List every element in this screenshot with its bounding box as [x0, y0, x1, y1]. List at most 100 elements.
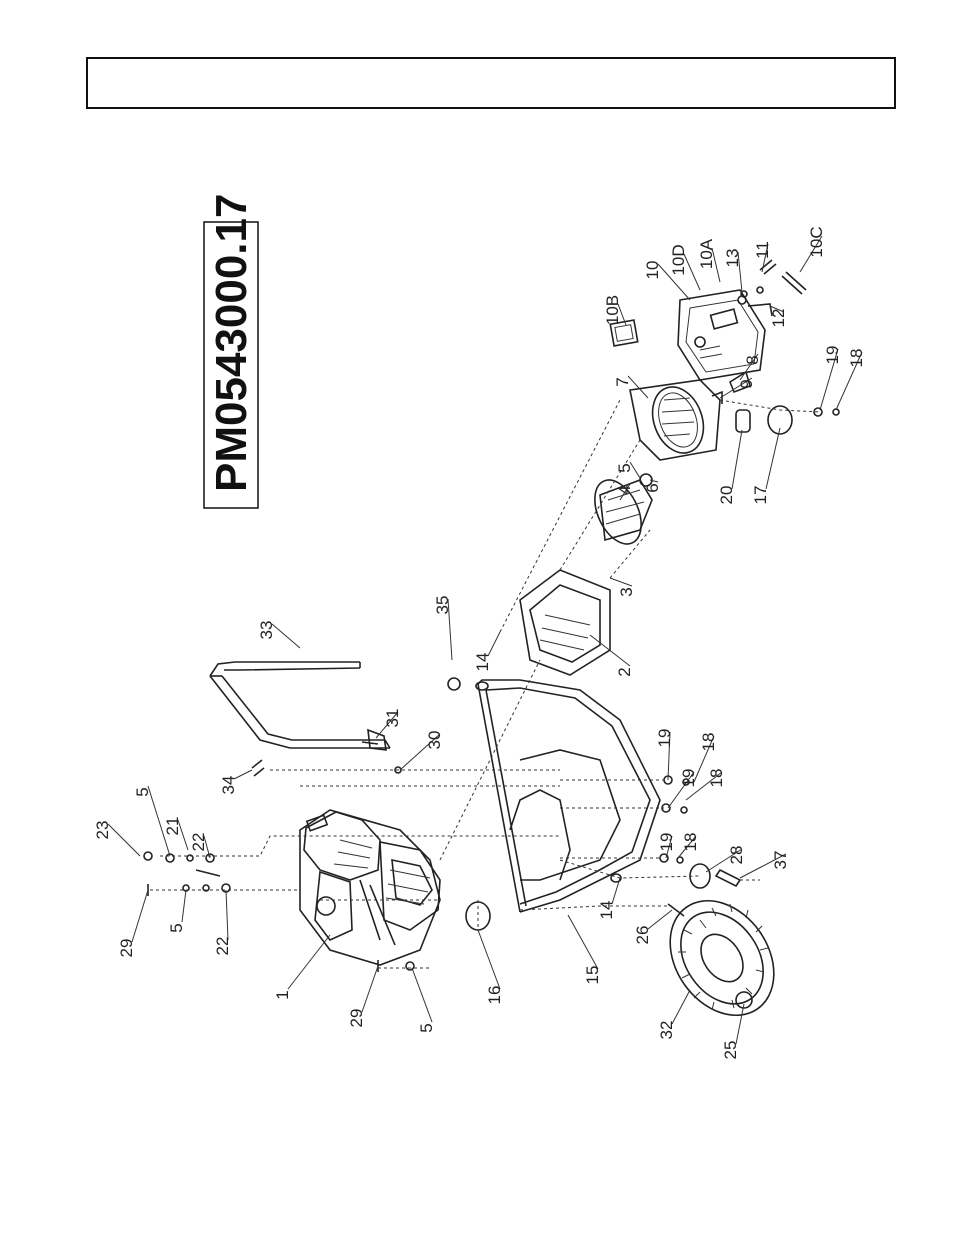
callout-leader — [399, 733, 441, 771]
callout-label: 16 — [485, 986, 504, 1005]
callout-label: 20 — [717, 486, 736, 505]
callout-label: 10A — [697, 238, 716, 269]
callout-label: 15 — [583, 966, 602, 985]
callout-label: 5 — [615, 463, 634, 472]
callout-leader — [739, 353, 759, 381]
callout-leader — [731, 429, 743, 490]
handle — [209, 661, 391, 749]
callout-label: 5 — [417, 1023, 436, 1032]
callout-label: 37 — [771, 851, 790, 870]
callout-leader — [225, 889, 229, 941]
callout-label: 9 — [737, 379, 756, 388]
callout-leader — [761, 243, 769, 273]
wheel — [669, 899, 775, 1017]
callout-leader — [769, 305, 785, 313]
callout-leader — [693, 735, 715, 783]
callout-label: 1 — [273, 990, 292, 999]
callout-leader — [739, 853, 787, 879]
header-box — [86, 57, 896, 109]
frame — [475, 679, 661, 913]
callout-leader — [735, 1003, 745, 1045]
callout-leader — [375, 711, 399, 739]
callout-leader — [799, 235, 823, 273]
callout-leader — [233, 769, 253, 780]
callout-label: 5 — [133, 787, 152, 796]
plug-35 — [447, 677, 461, 691]
callout-label: 8 — [743, 355, 762, 364]
callout-label: 17 — [751, 486, 770, 505]
callout-label: 6 — [643, 483, 662, 492]
callout-leader — [107, 823, 141, 857]
callout-label: 33 — [257, 621, 276, 640]
callout-leader — [589, 634, 631, 667]
callout-label: 2 — [615, 667, 634, 676]
callout-leader — [667, 771, 695, 809]
callout-leader — [657, 263, 691, 301]
callout-label: 13 — [723, 249, 742, 268]
callout-label: 31 — [383, 709, 402, 728]
callout-leader — [361, 965, 379, 1013]
model-number: PM0543000.17 — [207, 194, 256, 492]
callout-label: 30 — [425, 731, 444, 750]
callout-label: 32 — [657, 1021, 676, 1040]
callout-leader — [683, 253, 701, 291]
callout-label: 19 — [657, 833, 676, 852]
callout-label: 21 — [163, 817, 182, 836]
callout-label: 10D — [669, 244, 688, 275]
outlet-10b — [609, 319, 639, 347]
callout-label: 3 — [617, 587, 636, 596]
callout-label: 4 — [615, 485, 634, 494]
callout-leader — [677, 835, 697, 859]
callout-label: 10B — [603, 295, 622, 325]
callout-label: 19 — [655, 729, 674, 748]
callout-leader — [627, 375, 649, 399]
callout-label: 18 — [681, 833, 700, 852]
callout-leader — [181, 889, 187, 923]
engine-hardware — [143, 851, 415, 972]
callout-label: 5 — [167, 923, 186, 932]
callout-leader — [705, 848, 743, 873]
control-box — [677, 289, 766, 381]
callout-leader — [177, 819, 189, 851]
callout-label: 29 — [117, 939, 136, 958]
callout-label: 14 — [473, 653, 492, 672]
callout-leader — [711, 247, 721, 283]
callout-label: 11 — [753, 241, 772, 259]
callout-label: 23 — [93, 821, 112, 840]
callout-label: 26 — [633, 926, 652, 945]
callout-leader — [685, 771, 723, 801]
callout-leader — [611, 877, 621, 905]
callout-leader — [609, 577, 633, 587]
callout-leader — [629, 461, 641, 479]
model-number-box: PM0543000.17 — [203, 194, 259, 509]
callout-leader — [737, 251, 743, 293]
callout-leader — [447, 598, 453, 661]
callout-label: 18 — [847, 349, 866, 368]
callout-label: 35 — [433, 596, 452, 615]
callout-leader — [411, 967, 433, 1023]
callout-label: 19 — [823, 346, 842, 365]
callout-leader — [567, 914, 599, 970]
callout-label: 22 — [213, 937, 232, 956]
callout-leader — [131, 889, 149, 943]
callout-leader — [287, 934, 331, 990]
callout-leader — [271, 623, 301, 649]
stator-housing — [629, 379, 721, 461]
handle-hardware — [251, 728, 402, 777]
callout-label: 25 — [721, 1041, 740, 1060]
rear-housing — [519, 569, 611, 676]
callout-leader — [617, 303, 627, 326]
callout-leader — [765, 427, 781, 490]
callout-label: 29 — [347, 1009, 366, 1028]
callout-leader — [487, 631, 501, 657]
callout-leader — [649, 479, 659, 483]
callout-label: 10 — [643, 261, 662, 280]
callout-label: 10C — [807, 226, 826, 257]
callout-label: 19 — [679, 769, 698, 788]
callout-label: 7 — [613, 377, 632, 386]
callout-leader — [819, 348, 839, 411]
callout-label: 18 — [707, 769, 726, 788]
callout-leader — [719, 377, 753, 399]
